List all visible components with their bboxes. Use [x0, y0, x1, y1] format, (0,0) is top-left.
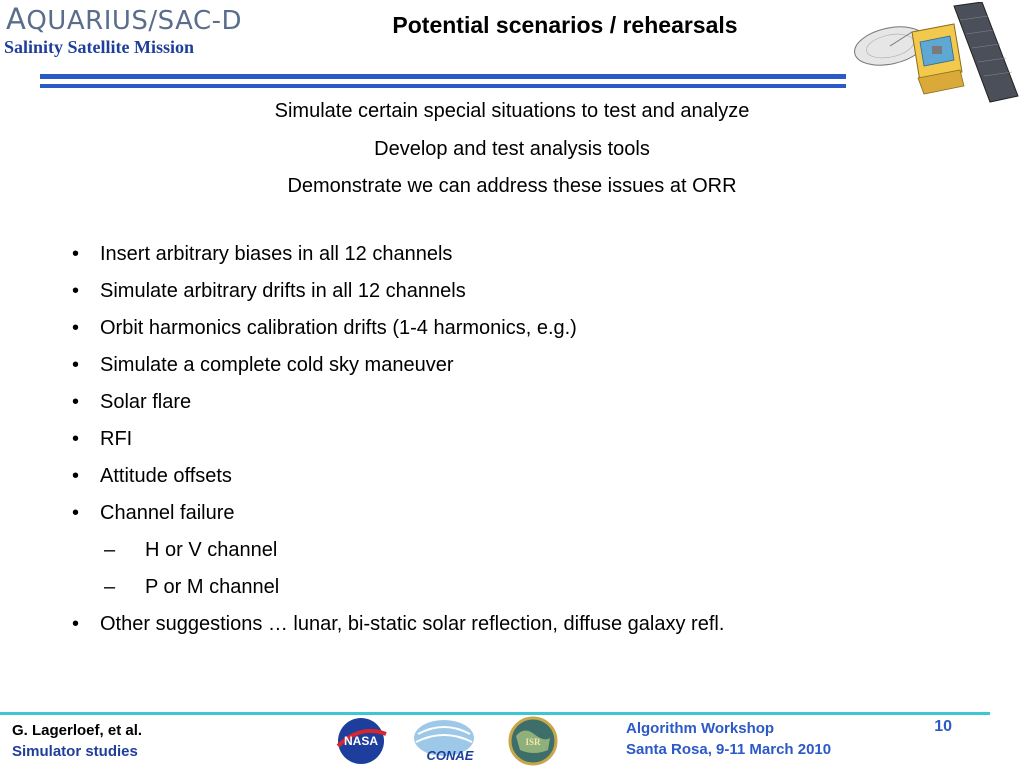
bullet-text: Solar flare [100, 391, 192, 413]
list-item: • Insert arbitrary biases in all 12 chann… [60, 236, 980, 273]
list-item: • RFI [60, 421, 980, 458]
intro-line: Simulate certain special situations to t… [274, 100, 750, 122]
bullet-text: Orbit harmonics calibration drifts (1-4 … [100, 317, 577, 339]
list-item: • Solar flare [60, 384, 980, 421]
sub-list-item: – H or V channel [60, 532, 980, 569]
sub-bullet-dash: – [104, 576, 116, 598]
bullet-text: RFI [100, 428, 133, 450]
bullet-text: Simulate a complete cold sky maneuver [100, 354, 454, 376]
list-item: • Channel failure [60, 495, 980, 532]
logo-initial: A [6, 2, 27, 36]
bullet-list: • Insert arbitrary biases in all 12 chann… [60, 236, 980, 643]
header-rule [40, 74, 846, 79]
list-item: • Simulate a complete cold sky maneuver [60, 347, 980, 384]
bullet-dot: • [72, 317, 80, 339]
bullet-text: Other suggestions … lunar, bi-static sol… [100, 613, 725, 635]
intro-line: Demonstrate we can address these issues … [287, 175, 737, 197]
bullet-dot: • [72, 465, 80, 487]
intro-line: Develop and test analysis tools [374, 137, 650, 160]
nasa-logo: NASA [336, 718, 387, 764]
bullet-dot: • [72, 243, 80, 265]
bullet-text: Attitude offsets [100, 465, 232, 487]
list-item: • Simulate arbitrary drifts in all 12 cha… [60, 273, 980, 310]
sub-bullet-text: H or V channel [145, 539, 278, 561]
conae-logo-text: CONAE [427, 748, 474, 763]
logo-subtitle: Salinity Satellite Mission [4, 37, 195, 57]
sub-bullet-text: P or M channel [145, 576, 280, 598]
aquarius-logo: AQUARIUS/SAC-D Salinity Satellite Missio… [2, 0, 272, 62]
sub-list-item: – P or M channel [60, 569, 980, 606]
bullet-dot: • [72, 613, 80, 635]
bullet-dot: • [72, 354, 80, 376]
bullet-text: Channel failure [100, 502, 235, 524]
isr-logo-text: ISR [525, 737, 541, 747]
nasa-logo-text: NASA [344, 734, 378, 748]
slide-title: Potential scenarios / rehearsals [392, 12, 738, 38]
bullet-dot: • [72, 391, 80, 413]
conae-logo: CONAE [414, 720, 474, 763]
bullet-dot: • [72, 502, 80, 524]
list-item: • Attitude offsets [60, 458, 980, 495]
footer-author: G. Lagerloef, et al. [12, 722, 143, 739]
list-item: • Other suggestions … lunar, bi-static so… [60, 606, 980, 643]
bullet-text: Simulate arbitrary drifts in all 12 chan… [100, 280, 466, 302]
footer-location: Santa Rosa, 9-11 March 2010 [626, 741, 832, 758]
footer-rule [0, 712, 990, 715]
page-number: 10 [934, 718, 952, 735]
footer-workshop: Algorithm Workshop [626, 720, 775, 737]
satellite-illustration [854, 2, 1019, 103]
sub-bullet-dash: – [104, 539, 116, 561]
header-rule-secondary [40, 84, 846, 88]
bullet-dot: • [72, 280, 80, 302]
footer-topic: Simulator studies [12, 743, 138, 760]
logo-wordmark: AQUARIUS/SAC-D [6, 2, 242, 36]
bullet-text: Insert arbitrary biases in all 12 channe… [100, 243, 453, 265]
logo-text: QUARIUS/SAC-D [26, 6, 243, 36]
list-item: • Orbit harmonics calibration drifts (1-4… [60, 310, 980, 347]
isr-logo: ISR [508, 716, 558, 766]
bullet-dot: • [72, 428, 80, 450]
intro-block: Simulate certain special situations to t… [150, 93, 874, 206]
